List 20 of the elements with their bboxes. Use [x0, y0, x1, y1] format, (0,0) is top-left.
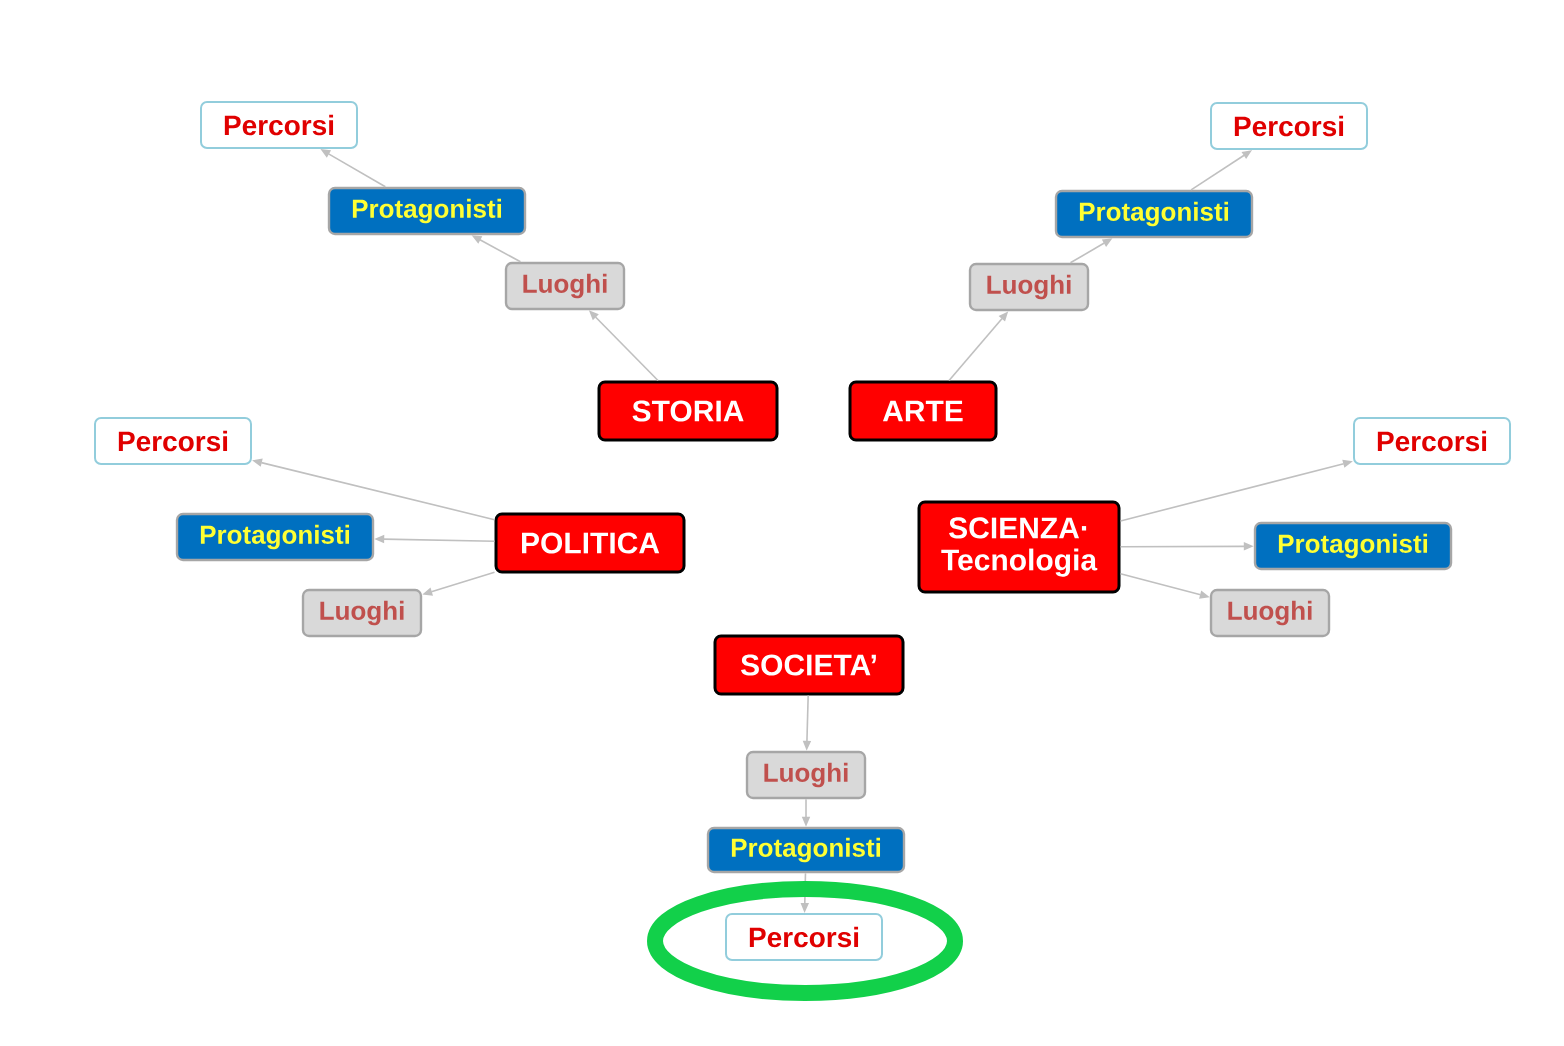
- route-box: Percorsi: [725, 913, 883, 961]
- route-box: Percorsi: [1210, 102, 1368, 150]
- place-box: Luoghi: [745, 750, 867, 800]
- category-box: STORIA: [597, 380, 779, 442]
- place-box: Luoghi: [968, 262, 1090, 312]
- people-box: Protagonisti: [706, 826, 906, 874]
- route-box: Percorsi: [200, 101, 358, 149]
- people-box: Protagonisti: [1253, 521, 1453, 571]
- place-box: Luoghi: [1209, 588, 1331, 638]
- category-box: SOCIETA’: [713, 634, 905, 696]
- place-box: Luoghi: [301, 588, 423, 638]
- route-box: Percorsi: [94, 417, 252, 465]
- people-box: Protagonisti: [327, 186, 527, 236]
- category-box: ARTE: [848, 380, 998, 442]
- route-box: Percorsi: [1353, 417, 1511, 465]
- people-box: Protagonisti: [175, 512, 375, 562]
- place-box: Luoghi: [504, 261, 626, 311]
- people-box: Protagonisti: [1054, 189, 1254, 239]
- category-box: SCIENZA· Tecnologia: [917, 500, 1121, 594]
- category-box: POLITICA: [494, 512, 686, 574]
